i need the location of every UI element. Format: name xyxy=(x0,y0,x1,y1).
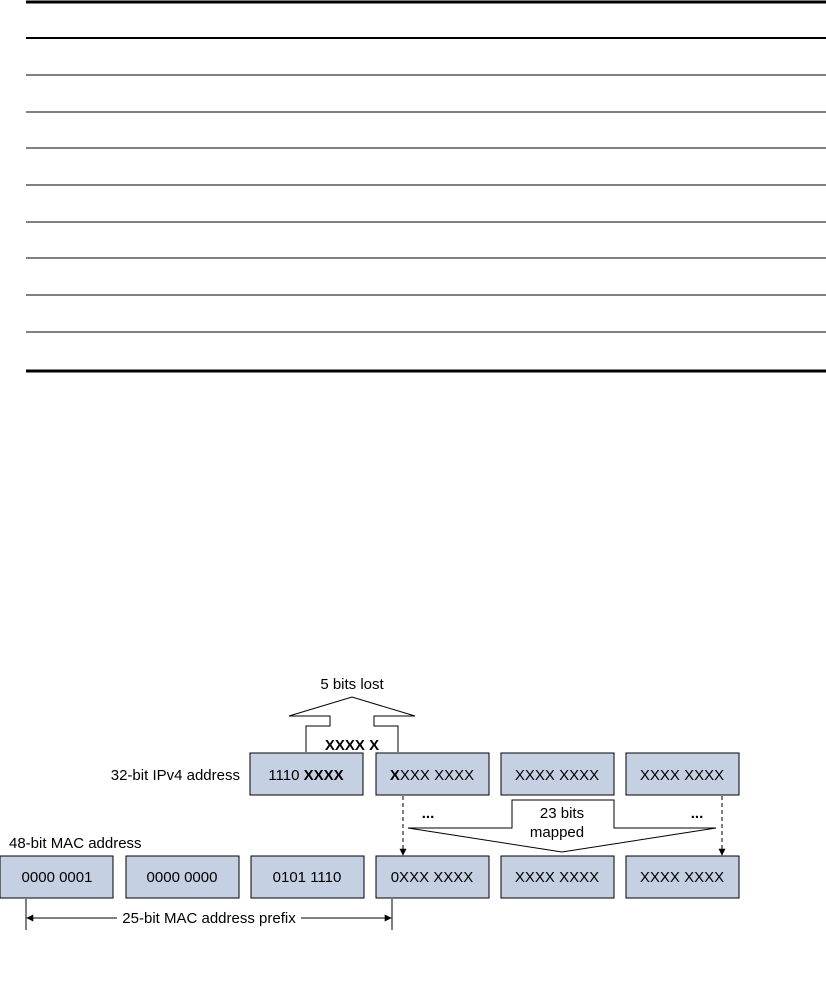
mac-octet-text: XXXX XXXX xyxy=(640,869,724,886)
ipv4-octet-text: XXXX XXXX xyxy=(390,767,474,784)
ipv4-octet-text: XXXX XXXX xyxy=(515,767,599,784)
mac-octet-text: 0000 0000 xyxy=(147,869,218,886)
prefix-label: 25-bit MAC address prefix xyxy=(122,910,296,927)
ipv4-octet-text: XXXX XXXX xyxy=(640,767,724,784)
mac-octet-text: 0XXX XXXX xyxy=(391,869,474,886)
mac-octet-box xyxy=(125,855,240,899)
ipv4-octet-box xyxy=(500,752,615,796)
mac-octet-box xyxy=(500,855,615,899)
mapped-bits-arrow xyxy=(407,799,717,853)
mapped-bits-label: 23 bits xyxy=(540,805,584,822)
ipv4-octet-box xyxy=(375,752,490,796)
mac-octet-text: 0000 0001 xyxy=(22,869,93,886)
lost-bits-label: 5 bits lost xyxy=(320,676,384,693)
ipv4-octet-box xyxy=(249,752,364,796)
ellipsis-right: ... xyxy=(691,805,704,822)
mac-octet-box xyxy=(250,855,365,899)
mac-octet-box xyxy=(0,855,114,899)
ipv4-octet-text: 1110 XXXX xyxy=(268,767,343,784)
ellipsis-left: ... xyxy=(422,805,435,822)
mac-octet-box xyxy=(375,855,490,899)
mapped-bits-label: mapped xyxy=(530,824,584,841)
mac-octet-text: XXXX XXXX xyxy=(515,869,599,886)
mac-address-label: 48-bit MAC address xyxy=(9,835,142,852)
lost-bits-value: XXXX X xyxy=(325,737,379,754)
ipv4-address-label: 32-bit IPv4 address xyxy=(111,767,240,784)
mac-octet-text: 0101 1110 xyxy=(273,869,342,886)
prefix-label-bg xyxy=(117,908,301,926)
ipv4-octet-box xyxy=(625,752,740,796)
mac-octet-box xyxy=(625,855,740,899)
lost-bits-arrow xyxy=(288,696,416,752)
empty-table xyxy=(26,0,826,373)
